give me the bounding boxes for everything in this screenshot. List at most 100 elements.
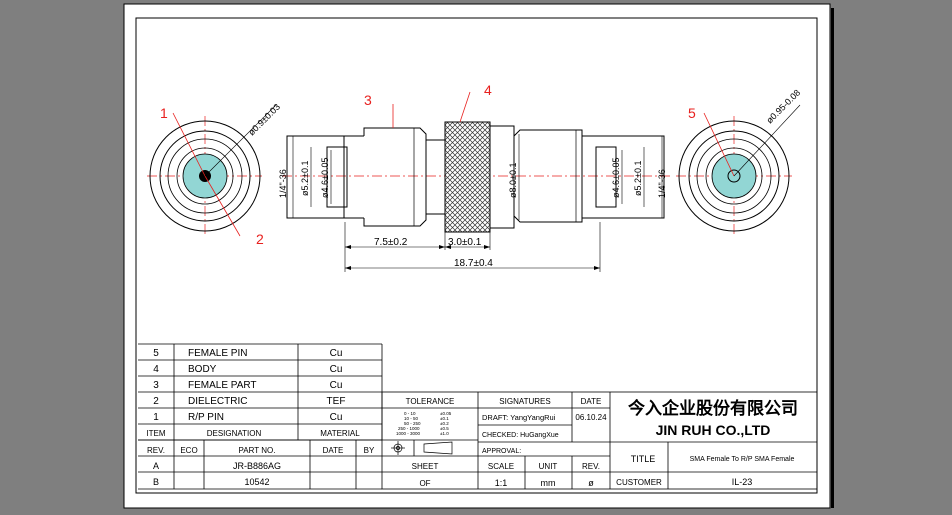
leader-5 — [703, 112, 735, 177]
left-ring-2 — [167, 138, 243, 214]
signatures-date-label: DATE — [581, 397, 602, 406]
sheet-shadow — [831, 8, 834, 508]
signature-checked: CHECKED: HuGangXue — [482, 432, 559, 439]
leader-1 — [172, 112, 206, 177]
bom-desig-4: BODY — [188, 364, 217, 375]
bom-mat-3: Cu — [330, 380, 343, 391]
callout-1: 1 — [160, 105, 168, 121]
bom-table — [138, 343, 383, 490]
rev-a: A — [153, 461, 159, 471]
rev-value: ø — [588, 478, 594, 488]
bom-item-1: 1 — [153, 412, 159, 423]
bom-desig-3: FEMALE PART — [188, 380, 257, 391]
tolerance-title: TOLERANCE — [406, 397, 455, 406]
bom-mat-4: Cu — [330, 364, 343, 375]
tol-range-3: 250 - 1000 — [398, 426, 420, 431]
drawing-border — [135, 17, 818, 494]
tol-value-3: ±0.5 — [440, 426, 449, 431]
unit-label: UNIT — [539, 462, 558, 471]
leader-dia-left — [204, 104, 277, 177]
bom-header-item: ITEM — [146, 429, 165, 438]
right-ring-1 — [688, 130, 780, 222]
dim-d46-right: ø4.6±0.05 — [611, 158, 621, 198]
title-block-grid — [381, 391, 818, 490]
dim-d80: ø8.0±0.1 — [508, 163, 518, 198]
rev-b-part: 10542 — [244, 477, 269, 487]
sheet-value: OF — [419, 479, 430, 488]
right-pin-socket — [727, 169, 741, 183]
rev-label: REV. — [582, 462, 600, 471]
tol-range-4: 1000 - 3000 — [396, 431, 421, 436]
signature-date: 06.10.24 — [575, 413, 607, 422]
title-label: TITLE — [631, 454, 656, 464]
bom-item-5: 5 — [153, 348, 159, 359]
signatures-title: SIGNATURES — [499, 397, 550, 406]
callout-4: 4 — [484, 82, 492, 98]
bom-mat-1: Cu — [330, 412, 343, 423]
signature-approval: APPROVAL: — [482, 448, 521, 455]
rev-header-part: PART NO. — [239, 446, 276, 455]
leader-2 — [204, 175, 241, 237]
knurled-nut — [444, 121, 491, 233]
bom-text: 5 FEMALE PIN Cu 4 BODY Cu 3 FEMALE PART … — [146, 348, 375, 487]
signature-draft: DRAFT: YangYangRui — [482, 413, 556, 422]
unit-value: mm — [541, 478, 556, 488]
right-ring-3 — [705, 147, 763, 205]
dim-d46-left: ø4.6±0.05 — [320, 158, 330, 198]
bom-desig-5: FEMALE PIN — [188, 348, 247, 359]
tol-value-4: ±1.0 — [440, 431, 449, 436]
rev-a-part: JR-B886AG — [233, 461, 281, 471]
dim-d52-right: ø5.2±0.1 — [633, 161, 643, 196]
projection-symbol — [391, 441, 453, 455]
right-thread-section — [581, 135, 665, 219]
tol-range-1: 10 - 50 — [404, 416, 419, 421]
sheet-label: SHEET — [412, 462, 439, 471]
customer-label: CUSTOMER — [616, 478, 662, 487]
title-block-text: TOLERANCE 0 - 10 ±0.05 10 - 50 ±0.1 50 -… — [391, 397, 798, 488]
right-bore — [595, 146, 617, 208]
tol-range-0: 0 - 10 — [404, 411, 416, 416]
bom-mat-2: TEF — [327, 396, 346, 407]
left-outer-circle — [149, 120, 261, 232]
rev-b: B — [153, 477, 159, 487]
rev-header-eco: ECO — [180, 446, 197, 455]
right-outer-circle — [678, 120, 790, 232]
company-name-en: JIN RUH CO.,LTD — [656, 422, 771, 438]
bom-mat-5: Cu — [330, 348, 343, 359]
dim-thread-right: 1/4"-36 — [657, 169, 667, 198]
right-body — [513, 129, 583, 223]
company-name-cn: 今入企业股份有限公司 — [628, 398, 798, 418]
leader-dia-right — [733, 104, 801, 177]
right-ring-2 — [696, 138, 772, 214]
rev-header-by: BY — [364, 446, 375, 455]
tolerance-lines: 0 - 10 ±0.05 10 - 50 ±0.1 50 - 250 ±0.2 … — [396, 411, 452, 436]
rev-header-date: DATE — [323, 446, 344, 455]
scale-value: 1:1 — [495, 478, 508, 488]
bom-desig-1: R/P PIN — [188, 412, 224, 423]
leader-4 — [459, 91, 471, 123]
title-value: SMA Female To R/P SMA Female — [690, 456, 795, 463]
dim-len-30: 3.0±0.1 — [448, 237, 482, 248]
bom-item-3: 3 — [153, 380, 159, 391]
side-view — [282, 121, 672, 233]
tol-value-2: ±0.2 — [440, 421, 449, 426]
dim-len-187: 18.7±0.4 — [454, 258, 493, 269]
callout-2: 2 — [256, 231, 264, 247]
dim-thread-left: 1/4"-36 — [278, 169, 288, 198]
left-bore — [326, 146, 348, 208]
bom-item-4: 4 — [153, 364, 159, 375]
left-ring-1 — [159, 130, 251, 222]
customer-value: IL-23 — [732, 477, 753, 487]
tol-range-2: 50 - 250 — [404, 421, 421, 426]
dim-len-75: 7.5±0.2 — [374, 237, 408, 248]
rev-header-rev: REV. — [147, 446, 165, 455]
bom-header-designation: DESIGNATION — [207, 429, 262, 438]
scale-label: SCALE — [488, 462, 514, 471]
callout-5: 5 — [688, 105, 696, 121]
bom-header-material: MATERIAL — [320, 429, 360, 438]
tol-value-1: ±0.1 — [440, 416, 449, 421]
bom-desig-2: DIELECTRIC — [188, 396, 247, 407]
left-ring-3 — [176, 147, 234, 205]
